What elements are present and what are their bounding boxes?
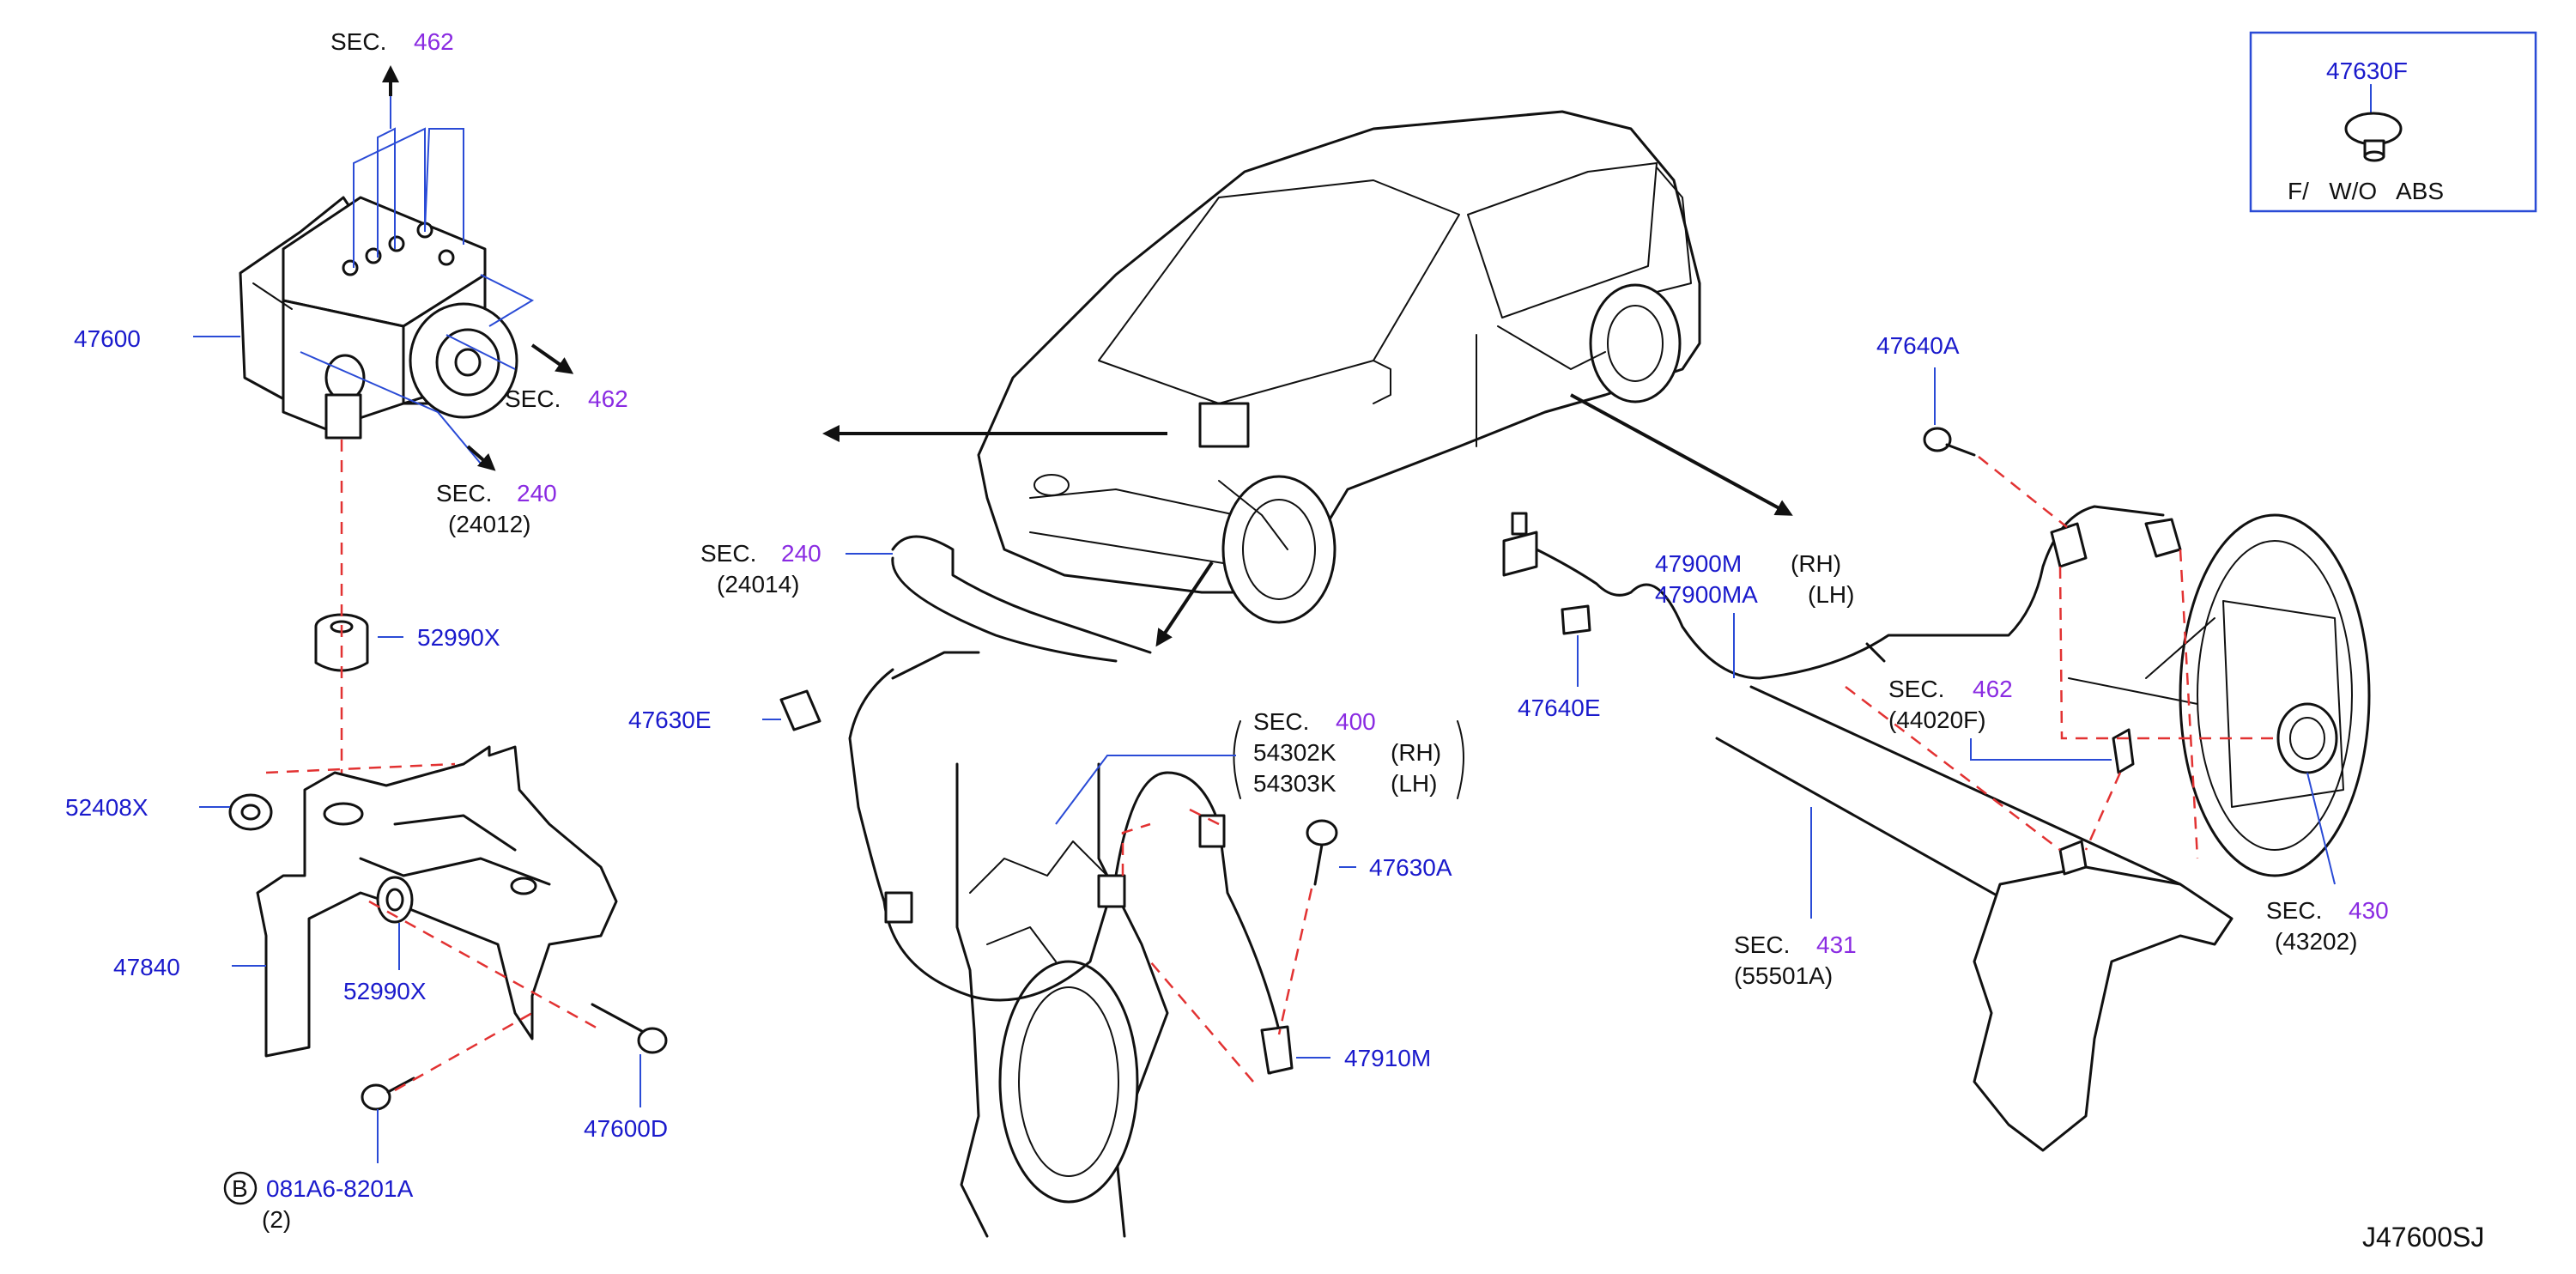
plug-47630f-icon — [2344, 112, 2403, 162]
abs-actuator-illustration — [239, 196, 518, 440]
part-47640e-label: 47640E — [1518, 695, 1601, 721]
sec-462-right-number: 462 — [1973, 676, 2013, 702]
part-47640a-label: 47640A — [1876, 332, 1960, 359]
inset-note: F/ W/O ABS — [2288, 178, 2444, 204]
inset-part-number: 47630F — [2326, 58, 2408, 84]
grommet-52990x-icon — [376, 876, 414, 924]
grommet-icon — [314, 613, 369, 672]
sec-240-a-sub: (24012) — [448, 511, 531, 537]
sec-462-mid-label: SEC. — [505, 385, 561, 412]
inset-box: 47630F F/ W/O ABS — [2249, 31, 2537, 213]
bolt-47630a-icon — [1306, 819, 1338, 886]
part-47900ma-side: (LH) — [1808, 581, 1854, 608]
sec-462-top-label: SEC. — [330, 28, 386, 55]
part-47900m-label: 47900M — [1655, 550, 1742, 577]
clip-icon — [2058, 728, 2135, 876]
sec-462-mid-number: 462 — [588, 385, 628, 412]
sec-431-sub: (55501A) — [1734, 962, 1833, 989]
bolt-081a6-icon — [361, 1077, 415, 1111]
rear-axle-illustration — [1715, 513, 2371, 1152]
sec-431-number: 431 — [1816, 931, 1857, 958]
part-47840-label: 47840 — [113, 954, 180, 980]
sec-462-right-sub: (44020F) — [1888, 707, 1986, 733]
diagram-code: J47600SJ — [2362, 1222, 2484, 1253]
part-47600-label: 47600 — [74, 325, 141, 352]
front-sensor-harness — [779, 535, 1294, 1075]
bolt-symbol-b: B — [232, 1175, 248, 1202]
part-47630e-label: 47630E — [628, 707, 712, 733]
actuator-leaders — [193, 90, 535, 464]
sec-240-a-label: SEC. — [436, 480, 492, 507]
sec-430-number: 430 — [2349, 897, 2389, 924]
part-54303k-label: 54303K — [1253, 770, 1336, 797]
bolt-47600d-icon — [591, 1003, 668, 1054]
rear-sensor-harness — [1502, 505, 2182, 680]
part-54302k-side: (RH) — [1391, 739, 1441, 766]
car-illustration — [977, 110, 1701, 624]
part-54303k-side: (LH) — [1391, 770, 1437, 797]
sec-240-b-number: 240 — [781, 540, 821, 567]
sec-400-label: SEC. — [1253, 708, 1309, 735]
part-47900m-side: (RH) — [1791, 550, 1841, 577]
sec-240-a-number: 240 — [517, 480, 557, 507]
sec-431-label: SEC. — [1734, 931, 1790, 958]
part-52990x-label: 52990X — [343, 978, 427, 1004]
sec-462-top-number: 462 — [414, 28, 454, 55]
part-47900ma-label: 47900MA — [1655, 581, 1758, 608]
nut-52408x-icon — [228, 793, 273, 831]
part-52990x-top-label: 52990X — [417, 624, 500, 651]
bracket-illustration — [256, 745, 618, 1058]
sec-400-number: 400 — [1336, 708, 1376, 735]
front-knuckle-illustration — [955, 762, 1169, 1238]
part-47910m-label: 47910M — [1344, 1045, 1431, 1071]
sec-430-sub: (43202) — [2275, 928, 2358, 955]
part-081a6-qty: (2) — [262, 1206, 291, 1233]
part-54302k-label: 54302K — [1253, 739, 1336, 766]
sec-240-b-label: SEC. — [700, 540, 756, 567]
bolt-47640a-icon — [1923, 427, 1976, 457]
part-47600d-label: 47600D — [584, 1115, 668, 1142]
part-081a6-label: 081A6-8201A — [266, 1175, 414, 1202]
sec-430-label: SEC. — [2266, 897, 2322, 924]
part-52408x-label: 52408X — [65, 794, 148, 821]
sec-462-right-label: SEC. — [1888, 676, 1944, 702]
part-47630a-label: 47630A — [1369, 854, 1452, 881]
sec-240-b-sub: (24014) — [717, 571, 800, 598]
